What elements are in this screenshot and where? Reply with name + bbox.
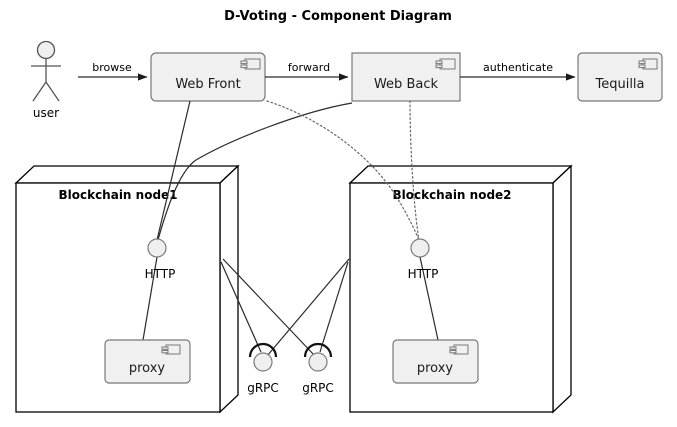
grpc-socket-icon-right: [303, 342, 333, 358]
link-webfront-to-http-node1: [156, 100, 191, 241]
node-label-blockchain-node2: Blockchain node2: [392, 188, 511, 202]
link-http2-to-proxy2: [419, 256, 439, 341]
component-label-proxy-node1: proxy: [129, 361, 166, 376]
grpc-socket-icon-left: [248, 342, 278, 358]
interface-grpc-right[interactable]: gRPC: [302, 342, 334, 395]
component-web-front[interactable]: Web Front: [150, 52, 266, 102]
edge-forward: forward: [265, 61, 349, 81]
component-web-back[interactable]: Web Back: [351, 52, 461, 102]
stick-figure-actor-icon: [36, 40, 56, 60]
link-node2-to-grpc-right: [319, 261, 349, 353]
interface-label-http-node1: HTTP: [145, 267, 176, 281]
edge-label-authenticate: authenticate: [483, 61, 553, 74]
link-webback-to-http-node1: [157, 102, 353, 241]
page-title: D-Voting - Component Diagram: [224, 9, 452, 24]
component-label-proxy-node2: proxy: [417, 361, 454, 376]
link-webback-to-http-node2: [409, 100, 420, 241]
interface-http-node1[interactable]: HTTP: [142, 238, 176, 341]
uml-component-icon: [161, 344, 181, 355]
edge-label-forward: forward: [288, 61, 330, 74]
component-label-tequilla: Tequilla: [594, 77, 644, 92]
actor-user: user: [31, 40, 61, 120]
node2-side-face: [552, 164, 572, 414]
link-http1-to-proxy1: [142, 256, 158, 341]
node-label-blockchain-node1: Blockchain node1: [58, 188, 177, 202]
link-node2-to-grpc-left: [266, 258, 350, 357]
interface-grpc-left[interactable]: gRPC: [247, 342, 279, 395]
link-node1-to-grpc-right: [222, 258, 316, 357]
component-label-web-front: Web Front: [175, 77, 240, 92]
grpc-ball-icon-right[interactable]: [308, 352, 328, 372]
interface-label-http-node2: HTTP: [408, 267, 439, 281]
actor-body: [31, 58, 61, 102]
link-webfront-to-http-node2: [266, 100, 420, 241]
component-proxy-node2[interactable]: proxy: [392, 339, 479, 384]
actor-label-user: user: [33, 106, 59, 120]
grpc-ball-icon-left[interactable]: [253, 352, 273, 372]
http-ball-icon-node1[interactable]: [147, 238, 167, 258]
component-tequilla[interactable]: Tequilla: [577, 52, 663, 102]
component-label-web-back: Web Back: [374, 77, 439, 92]
link-node1-to-grpc-left: [220, 261, 262, 353]
uml-component-icon: [435, 58, 456, 70]
component-proxy-node1[interactable]: proxy: [104, 339, 191, 384]
uml-component-icon: [449, 344, 469, 355]
uml-component-icon: [240, 58, 261, 70]
edge-browse: browse: [78, 61, 148, 81]
edge-authenticate: authenticate: [460, 61, 576, 81]
interface-http-node2[interactable]: HTTP: [408, 238, 439, 341]
uml-component-icon: [638, 58, 658, 70]
node2-top-face: [348, 165, 573, 184]
http-ball-icon-node2[interactable]: [410, 238, 430, 258]
interface-label-grpc-left: gRPC: [247, 381, 279, 395]
node1-top-face: [14, 165, 240, 184]
node1-side-face: [219, 164, 239, 414]
interface-label-grpc-right: gRPC: [302, 381, 334, 395]
edge-label-browse: browse: [92, 61, 132, 74]
